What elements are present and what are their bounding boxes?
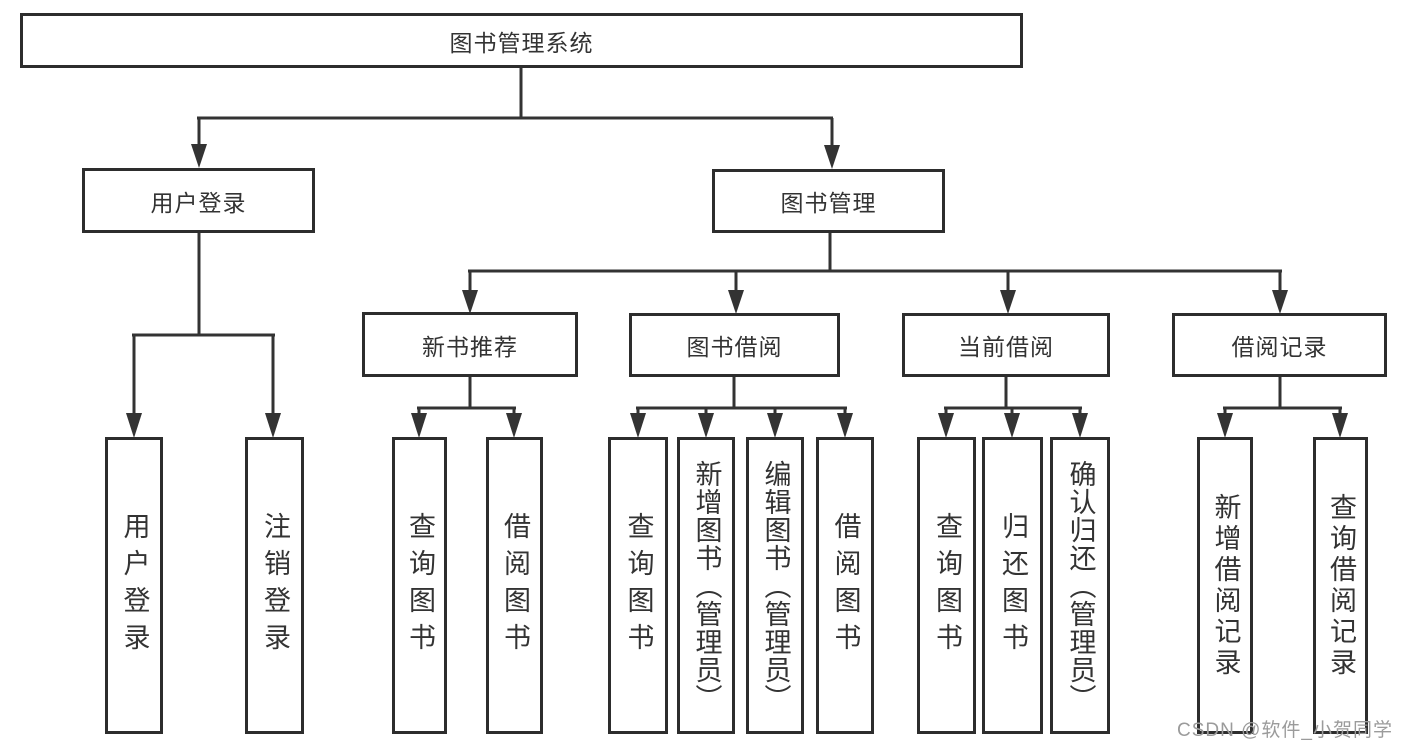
leaf-confirm-return-admin: 确认归还（管理员） <box>1050 437 1110 734</box>
leaf-query-book-recommend: 查询图书 <box>392 437 447 734</box>
node-book-management-label: 图书管理 <box>780 190 877 216</box>
node-root: 图书管理系统 <box>20 13 1023 68</box>
node-current-borrow: 当前借阅 <box>902 313 1110 377</box>
leaf-user-login: 用户登录 <box>105 437 163 734</box>
node-book-management: 图书管理 <box>712 169 945 233</box>
node-new-book-recommend-label: 新书推荐 <box>422 333 518 360</box>
leaf-add-borrow-record: 新增借阅记录 <box>1197 437 1253 734</box>
node-user-login: 用户登录 <box>82 168 315 233</box>
leaf-add-borrow-record-label: 新增借阅记录 <box>1210 492 1241 679</box>
leaf-user-login-label: 用户登录 <box>119 511 150 660</box>
node-current-borrow-label: 当前借阅 <box>958 334 1054 360</box>
node-root-label: 图书管理系统 <box>449 29 594 56</box>
leaf-query-book-current-label: 查询图书 <box>932 511 962 660</box>
leaf-borrow-book-label: 借阅图书 <box>830 511 861 660</box>
leaf-return-book-label: 归还图书 <box>998 511 1028 660</box>
leaf-add-book-admin: 新增图书（管理员） <box>677 437 735 734</box>
leaf-query-book-current: 查询图书 <box>917 437 976 734</box>
node-borrow-record: 借阅记录 <box>1172 313 1387 377</box>
leaf-confirm-return-admin-label: 确认归还（管理员） <box>1065 459 1096 712</box>
arrowheads <box>126 144 1348 438</box>
leaf-return-book: 归还图书 <box>982 437 1043 734</box>
watermark: CSDN @软件_小贺同学 <box>1177 720 1393 741</box>
leaf-logout-login-label: 注销登录 <box>260 511 290 660</box>
leaf-borrow-book-recommend: 借阅图书 <box>486 437 543 734</box>
leaf-edit-book-admin-label: 编辑图书（管理员） <box>760 459 791 712</box>
node-new-book-recommend: 新书推荐 <box>362 312 578 377</box>
node-borrow-record-label: 借阅记录 <box>1231 334 1328 360</box>
leaf-edit-book-admin: 编辑图书（管理员） <box>746 437 804 734</box>
leaf-logout-login: 注销登录 <box>245 437 304 734</box>
leaf-query-borrow-record-label: 查询借阅记录 <box>1326 492 1356 679</box>
leaf-borrow-book-recommend-label: 借阅图书 <box>500 511 530 660</box>
leaf-query-book-recommend-label: 查询图书 <box>405 511 435 660</box>
leaf-borrow-book: 借阅图书 <box>816 437 874 734</box>
node-book-borrow-label: 图书借阅 <box>686 334 783 360</box>
node-book-borrow: 图书借阅 <box>629 313 840 377</box>
node-user-login-label: 用户登录 <box>150 189 247 216</box>
leaf-query-book-borrow-label: 查询图书 <box>623 511 654 660</box>
leaf-query-borrow-record: 查询借阅记录 <box>1313 437 1368 734</box>
leaf-query-book-borrow: 查询图书 <box>608 437 668 734</box>
leaf-add-book-admin-label: 新增图书（管理员） <box>691 459 722 712</box>
